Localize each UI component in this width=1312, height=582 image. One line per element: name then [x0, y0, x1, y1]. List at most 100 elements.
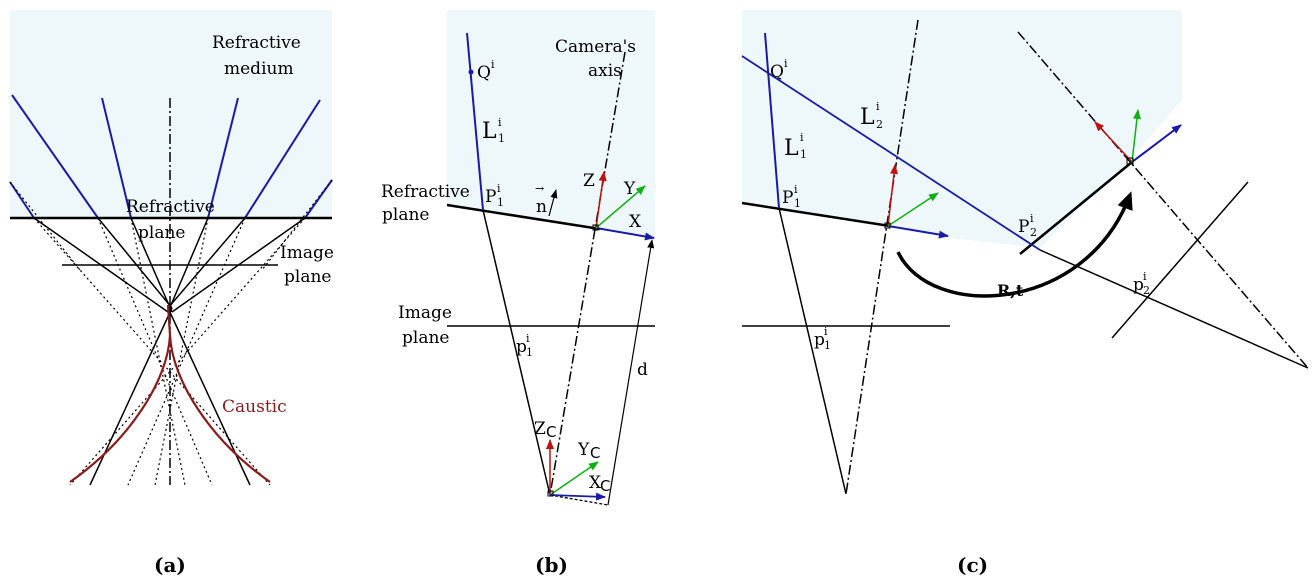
svg-text:1: 1	[824, 339, 831, 352]
label-L1-b: L i 1	[482, 116, 505, 145]
medium-label-a: Refractive	[212, 33, 301, 53]
refractive-plane-b	[446, 203, 601, 231]
plane1-z-axis-c	[887, 164, 898, 227]
label-Zc-b: Z C	[534, 419, 556, 441]
panel-a: Refractive medium Refractive plane Image…	[9, 10, 334, 577]
svg-text:i: i	[876, 100, 880, 113]
refractive-plane-label-a-2: plane	[138, 223, 185, 243]
caustic-curve-a	[69, 304, 271, 483]
plane1-x-axis-c	[887, 225, 949, 239]
camera-y-axis	[549, 461, 599, 496]
svg-text:→: →	[535, 182, 544, 195]
distance-d-line	[607, 239, 655, 506]
medium-rays-a	[9, 94, 333, 219]
svg-text:2: 2	[1030, 226, 1037, 239]
ray-to-camera-c2	[1039, 249, 1309, 369]
label-P1-c: P i 1	[782, 183, 801, 210]
svg-text:2: 2	[876, 118, 883, 131]
camera-x-axis	[549, 492, 606, 501]
camera-origin-b	[547, 490, 554, 497]
camera-axis-label: Camera's	[555, 37, 636, 57]
panel-c: Q i L i 2 L i 1 P i 1 P i 2 R,t p i 2	[741, 10, 1309, 577]
svg-text:1: 1	[526, 346, 533, 359]
label-n-b: n →	[535, 182, 547, 217]
camera-axis-c2	[1017, 31, 1309, 369]
label-L2-c: L i 2	[860, 100, 883, 131]
svg-text:L: L	[784, 136, 799, 161]
svg-text:i: i	[497, 182, 501, 195]
dotted-rays-a	[9, 179, 333, 486]
ray-L2-c	[741, 55, 1041, 251]
svg-text:i: i	[1030, 212, 1034, 225]
svg-text:1: 1	[497, 196, 504, 209]
image-plane-c2	[1111, 181, 1249, 339]
label-Xc-b: X C	[589, 473, 610, 495]
svg-text:p: p	[516, 337, 527, 357]
svg-text:P: P	[485, 187, 496, 207]
ray-to-camera-c1	[778, 207, 847, 495]
svg-text:Q: Q	[477, 63, 491, 83]
caption-c: (c)	[957, 553, 988, 577]
camera-axis-b	[549, 51, 626, 496]
label-L1-c: L i 1	[784, 131, 807, 161]
plane-x-axis-b	[595, 227, 655, 241]
plane1-origin-c	[884, 222, 891, 229]
plane-origin-b	[592, 224, 599, 231]
svg-text:Y: Y	[577, 440, 590, 460]
label-Q-c: Q i	[770, 57, 788, 82]
plane2-z-axis-c	[1094, 121, 1133, 163]
label-Q-b: Q i	[477, 58, 495, 83]
svg-text:i: i	[800, 131, 804, 144]
svg-text:p: p	[814, 330, 825, 350]
svg-text:2: 2	[1143, 284, 1150, 297]
svg-text:X: X	[589, 473, 602, 493]
camera-axis-c1	[845, 19, 919, 495]
refractive-plane-label-b: Refractive	[381, 182, 470, 202]
refractive-plane-c1	[741, 201, 891, 228]
svg-text:n: n	[536, 197, 547, 217]
label-Rt: R,t	[997, 281, 1024, 300]
medium-region-a	[10, 10, 332, 218]
label-P1-b: P i 1	[485, 182, 504, 209]
label-X-b: X	[629, 212, 642, 232]
label-p2-c: p i 2	[1133, 270, 1150, 297]
svg-text:i: i	[824, 325, 828, 338]
refractive-plane-label-a: Refractive	[126, 197, 215, 217]
camera-axis-label-2: axis	[588, 61, 622, 81]
svg-text:1: 1	[800, 148, 807, 161]
svg-text:i: i	[526, 332, 530, 345]
svg-text:L: L	[860, 105, 875, 130]
svg-text:C: C	[600, 477, 610, 495]
svg-text:i: i	[784, 57, 788, 70]
panel-b: Camera's axis Q i L i 1 Refractive plane…	[381, 10, 655, 577]
plane-z-axis-b	[595, 171, 607, 229]
image-plane-label-b: Image	[398, 303, 452, 323]
label-p1-b: p i 1	[516, 332, 533, 359]
label-P2-c: P i 2	[1018, 212, 1037, 239]
svg-text:Q: Q	[770, 62, 784, 82]
svg-text:p: p	[1133, 275, 1144, 295]
ray-to-camera-b	[482, 209, 551, 496]
plane2-origin-c	[1126, 157, 1134, 165]
plane1-y-axis-c	[887, 192, 939, 227]
refractive-plane-c2	[1019, 161, 1133, 255]
image-plane-label-a: Image	[280, 243, 334, 263]
medium-region-c	[742, 10, 1182, 248]
svg-text:i: i	[491, 58, 495, 71]
refractive-plane-label-b-2: plane	[382, 205, 429, 225]
normal-n-arrow	[548, 189, 558, 217]
transform-arrow	[896, 191, 1133, 298]
label-Z-b: Z	[583, 171, 595, 191]
ray-L1-c	[764, 32, 780, 209]
plane-y-axis-b	[595, 185, 646, 229]
svg-text:P: P	[1018, 217, 1029, 237]
label-d-b: d	[637, 360, 648, 380]
svg-text:i: i	[794, 183, 798, 196]
svg-text:i: i	[1143, 270, 1147, 283]
svg-text:i: i	[498, 116, 502, 129]
label-p1-c: p i 1	[814, 325, 831, 352]
svg-text:C: C	[546, 423, 556, 441]
label-Y-b: Y	[623, 179, 636, 199]
svg-text:1: 1	[498, 132, 505, 145]
